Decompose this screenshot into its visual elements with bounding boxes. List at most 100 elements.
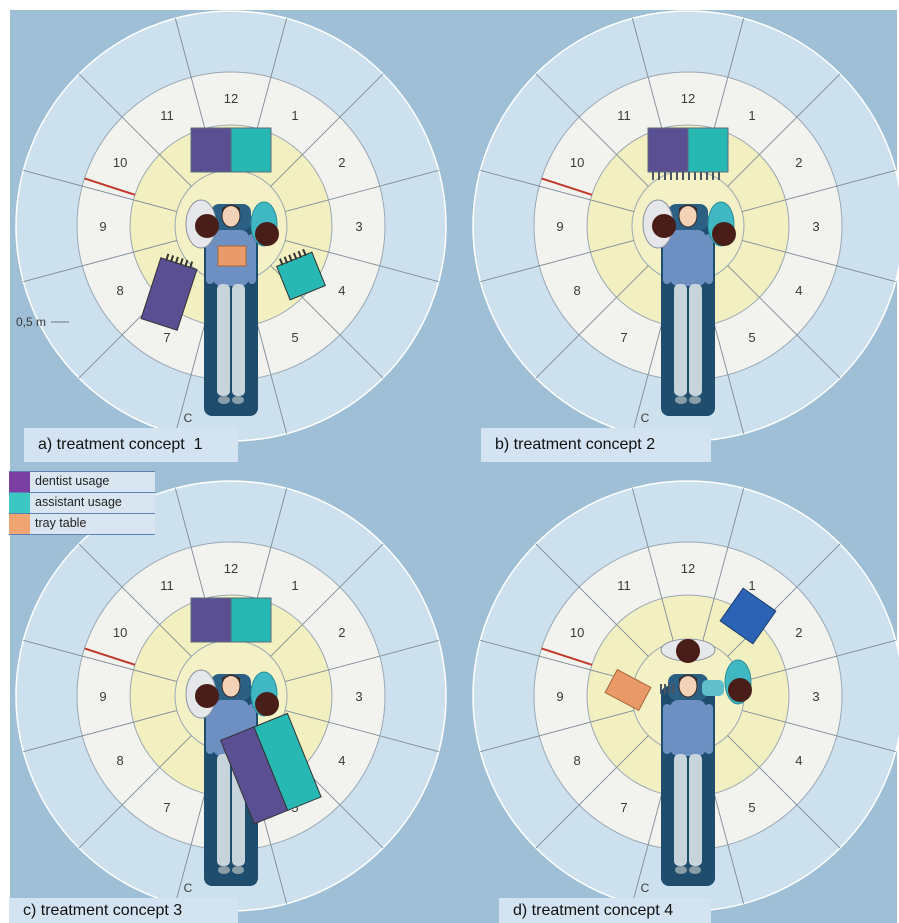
clock-number-10: 10	[113, 625, 127, 640]
panel-a-caption: a) treatment concept 1	[24, 428, 238, 462]
instrument-hanger	[297, 250, 303, 258]
sector-line	[78, 543, 192, 657]
panel-d-caption: d) treatment concept 4	[499, 898, 711, 923]
clock-number-7: 7	[620, 330, 627, 345]
instrument-hanger	[676, 172, 678, 180]
assistant-head	[255, 222, 279, 246]
sector-line	[480, 169, 635, 212]
zone-letter: C	[641, 881, 650, 895]
instrument-hanger	[664, 172, 666, 180]
clock-number-1: 1	[748, 578, 755, 593]
dentist-unit	[190, 127, 232, 173]
clock-number-5: 5	[748, 800, 755, 815]
clock-number-11: 11	[617, 108, 631, 123]
sector-line	[727, 735, 841, 849]
clock-number-12: 12	[224, 91, 238, 106]
patient-left-leg	[217, 754, 230, 866]
patient-right-leg	[232, 284, 245, 396]
clock-number-8: 8	[117, 753, 124, 768]
clock-number-4: 4	[338, 283, 345, 298]
instrument-hanger	[189, 261, 194, 269]
zone-letter: C	[184, 411, 193, 425]
sector-line	[480, 240, 635, 283]
clock-number-4: 4	[795, 753, 802, 768]
sector-line	[702, 488, 745, 643]
instrument-arm	[702, 680, 724, 696]
clock-number-1: 1	[748, 108, 755, 123]
dentist-unit	[647, 127, 689, 173]
sector-line	[23, 639, 178, 682]
patient-left-foot	[675, 396, 687, 404]
patient-left-leg	[674, 754, 687, 866]
distance-marker-line	[541, 177, 593, 196]
instrument-hanger	[688, 172, 690, 180]
clock-number-9: 9	[99, 219, 106, 234]
instrument-hanger	[302, 248, 307, 257]
clock-number-2: 2	[795, 625, 802, 640]
instrument-hanger	[179, 258, 184, 266]
sector-line	[741, 240, 896, 283]
clock-number-1: 1	[291, 108, 298, 123]
legend-label-tray: tray table	[35, 516, 87, 530]
instrument-hanger	[652, 172, 654, 180]
dentist-head	[195, 214, 219, 238]
distance-marker-line	[84, 647, 136, 666]
patient-right-leg	[689, 754, 702, 866]
dentist-head	[676, 639, 700, 663]
sector-line	[78, 735, 192, 849]
instrument-hanger	[706, 172, 708, 180]
instrument-hanger	[718, 172, 720, 180]
legend-swatch-dentist	[9, 472, 30, 492]
patient-hair	[679, 675, 697, 682]
sector-line	[23, 710, 178, 753]
clock-number-9: 9	[556, 219, 563, 234]
legend: dentist usage assistant usage tray table	[9, 471, 155, 535]
clock-number-11: 11	[160, 578, 174, 593]
instrument-hanger	[670, 172, 672, 180]
legend-item-dentist: dentist usage	[9, 471, 155, 493]
sector-line	[535, 265, 649, 379]
sector-line	[741, 169, 896, 212]
patient-right-arm	[248, 234, 256, 284]
dentist-cart-group	[140, 253, 198, 331]
clock-number-2: 2	[795, 155, 802, 170]
patient-left-leg	[674, 284, 687, 396]
cabinet-group	[719, 587, 777, 645]
legend-swatch-assistant	[9, 493, 30, 513]
sector-line	[631, 488, 674, 643]
assistant-cart	[275, 251, 327, 301]
clock-number-10: 10	[570, 155, 584, 170]
distance-marker-line	[541, 647, 593, 666]
clock-number-4: 4	[338, 753, 345, 768]
instrument-hanger	[184, 259, 189, 267]
sector-line	[480, 710, 635, 753]
clock-number-5: 5	[748, 330, 755, 345]
patient-left-foot	[675, 866, 687, 874]
patient-right-foot	[689, 866, 701, 874]
clock-number-7: 7	[163, 330, 170, 345]
panel-c-caption: c) treatment concept 3	[9, 898, 238, 923]
dentist-head	[195, 684, 219, 708]
instrument-hanger	[288, 254, 293, 262]
clock-number-12: 12	[681, 91, 695, 106]
sector-line	[23, 169, 178, 212]
clock-number-3: 3	[355, 219, 362, 234]
units-over-patient-group	[219, 712, 322, 825]
clock-number-7: 7	[163, 800, 170, 815]
clock-number-8: 8	[117, 283, 124, 298]
instrument-hanger	[664, 684, 666, 694]
instrument-hanger	[660, 684, 662, 694]
sector-line	[727, 265, 841, 379]
legend-label-dentist: dentist usage	[35, 474, 110, 488]
instrument-hanger	[712, 172, 714, 180]
sector-line	[270, 543, 384, 657]
zone-letter: C	[641, 411, 650, 425]
tray-group	[604, 668, 652, 712]
sector-line	[480, 639, 635, 682]
clock-number-8: 8	[574, 283, 581, 298]
sector-line	[741, 639, 896, 682]
patient-left-arm	[663, 234, 671, 284]
